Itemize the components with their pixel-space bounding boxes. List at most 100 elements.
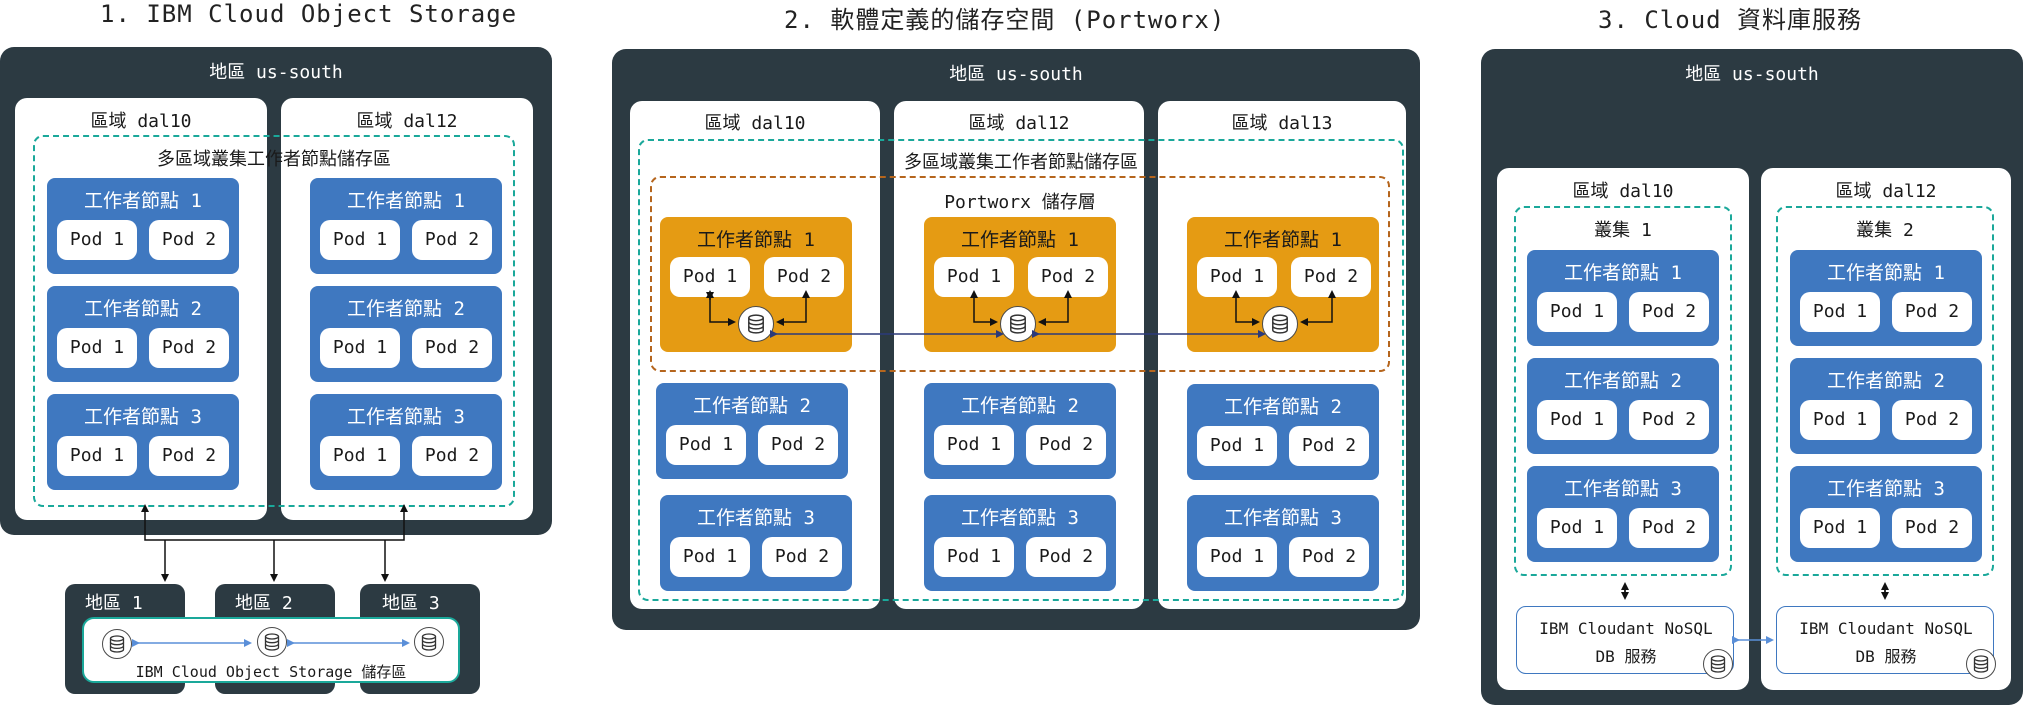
multizone-worker-pool xyxy=(638,139,1404,601)
worker-node: 工作者節點 3 Pod 1 Pod 2 xyxy=(310,394,502,490)
pod: Pod 2 xyxy=(1892,292,1972,332)
pod: Pod 1 xyxy=(934,425,1014,465)
pod: Pod 2 xyxy=(758,425,838,465)
service-name: IBM Cloudant NoSQL xyxy=(1539,619,1713,638)
worker-label: 工作者節點 1 xyxy=(1224,229,1342,251)
zone-label-dal10: 區域 dal10 xyxy=(1572,181,1674,202)
cluster-label: 叢集 2 xyxy=(1856,220,1914,241)
pod: Pod 2 xyxy=(1629,292,1709,332)
worker-label: 工作者節點 1 xyxy=(347,190,465,212)
worker-node: 工作者節點 2 Pod 1 Pod 2 xyxy=(1187,384,1379,480)
worker-label: 工作者節點 2 xyxy=(961,395,1079,417)
worker-node: 工作者節點 1 Pod 1 Pod 2 xyxy=(310,178,502,274)
database-icon xyxy=(1703,649,1733,679)
pod: Pod 1 xyxy=(1197,537,1277,577)
pod: Pod 1 xyxy=(1197,426,1277,466)
worker-label: 工作者節點 2 xyxy=(347,298,465,320)
zone-label-dal12: 區域 dal12 xyxy=(968,113,1070,134)
cos-region-label: 地區 2 xyxy=(235,593,293,614)
worker-node: 工作者節點 1 Pod 1 Pod 2 xyxy=(47,178,239,274)
multizone-worker-pool xyxy=(33,135,515,507)
worker-label: 工作者節點 3 xyxy=(1827,478,1945,500)
pod: Pod 2 xyxy=(1629,400,1709,440)
portworx-storage-layer xyxy=(650,176,1390,372)
pod: Pod 1 xyxy=(320,436,400,476)
worker-label: 工作者節點 3 xyxy=(961,507,1079,529)
database-icon xyxy=(102,629,132,659)
pod: Pod 2 xyxy=(1291,257,1371,297)
worker-label: 工作者節點 1 xyxy=(84,190,202,212)
multizone-pool-label: 多區域叢集工作者節點儲存區 xyxy=(904,152,1138,173)
pod: Pod 2 xyxy=(1289,426,1369,466)
worker-node: 工作者節點 2 Pod 1 Pod 2 xyxy=(656,383,848,479)
cos-region-label: 地區 3 xyxy=(382,593,440,614)
worker-node: 工作者節點 3 Pod 1 Pod 2 xyxy=(1527,466,1719,562)
pod: Pod 1 xyxy=(1537,292,1617,332)
worker-node: 工作者節點 1 Pod 1 Pod 2 xyxy=(1790,250,1982,346)
worker-node: 工作者節點 3 Pod 1 Pod 2 xyxy=(1187,495,1379,591)
worker-node: 工作者節點 2 Pod 1 Pod 2 xyxy=(1527,358,1719,454)
worker-node: 工作者節點 3 Pod 1 Pod 2 xyxy=(1790,466,1982,562)
pod: Pod 1 xyxy=(1537,400,1617,440)
worker-label: 工作者節點 2 xyxy=(1224,396,1342,418)
worker-label: 工作者節點 1 xyxy=(961,229,1079,251)
worker-label: 工作者節點 1 xyxy=(697,229,815,251)
pod: Pod 1 xyxy=(1800,292,1880,332)
cluster-label: 叢集 1 xyxy=(1594,220,1652,241)
pod: Pod 1 xyxy=(934,257,1014,297)
cos-region-label: 地區 1 xyxy=(85,593,143,614)
multizone-pool-label: 多區域叢集工作者節點儲存區 xyxy=(157,149,391,170)
worker-node: 工作者節點 2 Pod 1 Pod 2 xyxy=(310,286,502,382)
database-icon xyxy=(1262,306,1298,342)
worker-label: 工作者節點 2 xyxy=(693,395,811,417)
section-3-title: 3. Cloud 資料庫服務 xyxy=(1598,6,1863,34)
pod: Pod 2 xyxy=(1892,400,1972,440)
pod: Pod 1 xyxy=(1537,508,1617,548)
section-2-title: 2. 軟體定義的儲存空間 (Portworx) xyxy=(784,6,1226,34)
pod: Pod 1 xyxy=(670,537,750,577)
pod: Pod 1 xyxy=(1800,508,1880,548)
pod: Pod 1 xyxy=(1800,400,1880,440)
worker-label: 工作者節點 2 xyxy=(84,298,202,320)
worker-node: 工作者節點 2 Pod 1 Pod 2 xyxy=(47,286,239,382)
cos-storage-label: IBM Cloud Object Storage 儲存區 xyxy=(135,663,407,681)
region-label: 地區 us-south xyxy=(209,62,343,83)
cloudant-service: IBM Cloudant NoSQL DB 服務 xyxy=(1776,606,1994,674)
pod: Pod 2 xyxy=(1026,425,1106,465)
worker-label: 工作者節點 2 xyxy=(1827,370,1945,392)
service-type: DB 服務 xyxy=(1595,647,1657,666)
cloudant-service: IBM Cloudant NoSQL DB 服務 xyxy=(1516,606,1734,674)
pod: Pod 1 xyxy=(320,328,400,368)
pod: Pod 1 xyxy=(670,257,750,297)
worker-label: 工作者節點 3 xyxy=(1564,478,1682,500)
pod: Pod 1 xyxy=(320,220,400,260)
worker-node: 工作者節點 1 Pod 1 Pod 2 xyxy=(1527,250,1719,346)
pod: Pod 2 xyxy=(1026,537,1106,577)
zone-label-dal10: 區域 dal10 xyxy=(704,113,806,134)
zone-label-dal13: 區域 dal13 xyxy=(1231,113,1333,134)
pod: Pod 2 xyxy=(1028,257,1108,297)
zone-label-dal12: 區域 dal12 xyxy=(356,111,458,132)
pod: Pod 2 xyxy=(149,328,229,368)
pod: Pod 2 xyxy=(1629,508,1709,548)
worker-node: 工作者節點 2 Pod 1 Pod 2 xyxy=(924,383,1116,479)
service-name: IBM Cloudant NoSQL xyxy=(1799,619,1973,638)
zone-label-dal10: 區域 dal10 xyxy=(90,111,192,132)
pod: Pod 2 xyxy=(412,220,492,260)
pod: Pod 2 xyxy=(1289,537,1369,577)
database-icon xyxy=(1000,306,1036,342)
pod: Pod 1 xyxy=(934,537,1014,577)
portworx-layer-label: Portworx 儲存層 xyxy=(944,192,1096,213)
pod: Pod 1 xyxy=(1197,257,1277,297)
pod: Pod 2 xyxy=(1892,508,1972,548)
pod: Pod 2 xyxy=(149,220,229,260)
database-icon xyxy=(738,306,774,342)
worker-label: 工作者節點 3 xyxy=(84,406,202,428)
worker-node: 工作者節點 3 Pod 1 Pod 2 xyxy=(924,495,1116,591)
worker-label: 工作者節點 1 xyxy=(1827,262,1945,284)
pod: Pod 2 xyxy=(412,436,492,476)
worker-label: 工作者節點 2 xyxy=(1564,370,1682,392)
worker-node: 工作者節點 3 Pod 1 Pod 2 xyxy=(660,495,852,591)
database-icon xyxy=(257,627,287,657)
service-type: DB 服務 xyxy=(1855,647,1917,666)
